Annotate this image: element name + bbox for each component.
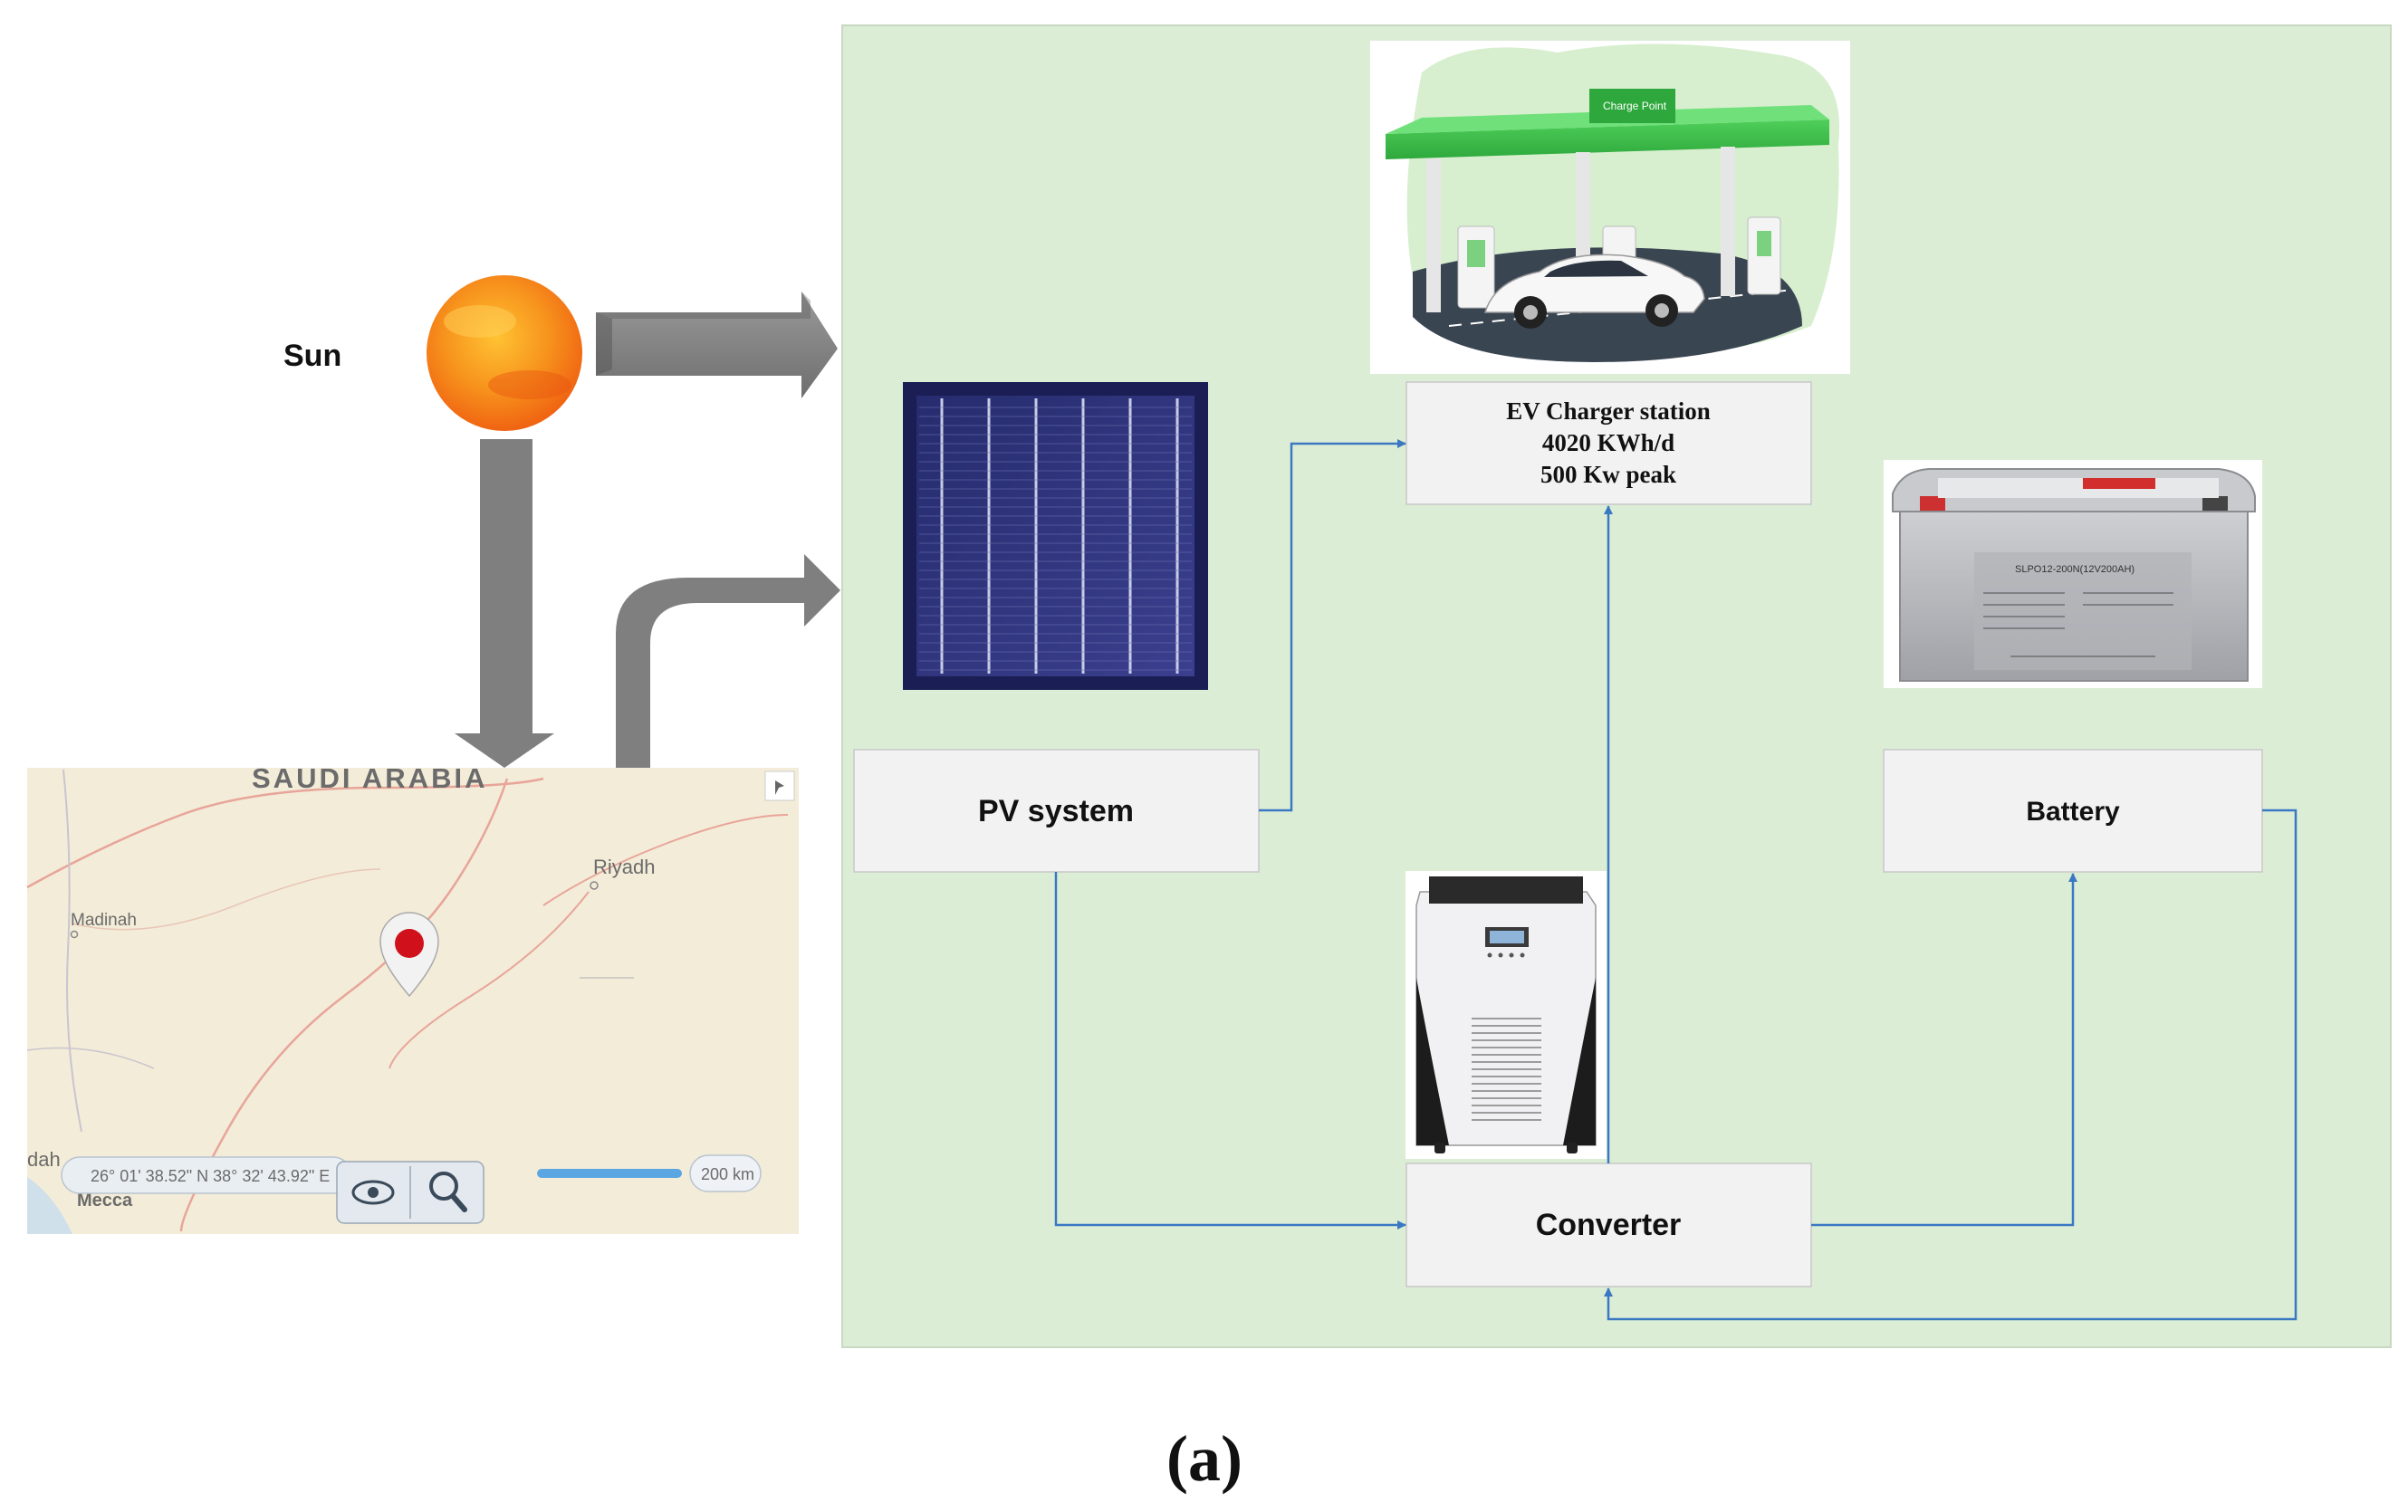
sun-label: Sun: [283, 339, 341, 373]
pv-system-node[interactable]: PV system: [853, 749, 1260, 873]
ev-station-image: Charge Point: [1370, 41, 1850, 374]
map-corner-button[interactable]: [764, 770, 795, 801]
location-map[interactable]: SAUDI ARABIA Riyadh Madinah dah Mecca 26…: [26, 762, 799, 1234]
ev-charger-line2: 4020 KWh/d: [1542, 429, 1674, 456]
station-sign-text: Charge Point: [1603, 100, 1667, 112]
scale-text: 200 km: [701, 1165, 754, 1183]
magnifier-icon[interactable]: [429, 1172, 467, 1212]
eye-icon[interactable]: [351, 1180, 395, 1205]
ev-charger-line1: EV Charger station: [1506, 397, 1711, 425]
map-city-mecca: Mecca: [77, 1191, 133, 1211]
connector-converter-to-battery: [1811, 873, 2077, 1227]
ev-charger-line3: 500 Kw peak: [1540, 461, 1676, 488]
sun-to-system-arrow: [596, 292, 838, 398]
figure-caption: (a): [1166, 1422, 1242, 1495]
pv-cell-image: [903, 382, 1208, 690]
location-pin-icon[interactable]: [379, 912, 439, 998]
sun-icon: [422, 272, 589, 435]
map-city-madinah: Madinah: [71, 911, 137, 930]
connector-battery-to-converter: [1604, 809, 2298, 1321]
ev-charger-node[interactable]: EV Charger station 4020 KWh/d 500 Kw pea…: [1405, 381, 1812, 505]
converter-label: Converter: [1536, 1208, 1682, 1242]
coordinate-readout: 26° 01' 38.52" N 38° 32' 43.92" E: [61, 1156, 352, 1194]
map-city-jeddah: dah: [27, 1148, 61, 1171]
map-to-system-arrow: [616, 554, 840, 774]
coordinate-text: 26° 01' 38.52" N 38° 32' 43.92" E: [91, 1167, 330, 1185]
connector-pv-to-converter: [1054, 872, 1406, 1230]
converter-node[interactable]: Converter: [1405, 1163, 1812, 1287]
map-tool-buttons: [336, 1161, 484, 1224]
scale-bar: 200 km: [537, 1154, 762, 1192]
battery-image: SLPO12-200N(12V200AH): [1884, 460, 2262, 688]
battery-label: Battery: [2026, 797, 2120, 827]
pv-system-label: PV system: [978, 794, 1134, 828]
sun-to-map-arrow: [455, 439, 554, 768]
map-city-riyadh: Riyadh: [593, 856, 655, 878]
battery-model-text: SLPO12-200N(12V200AH): [2015, 564, 2135, 575]
battery-node[interactable]: Battery: [1883, 749, 2263, 873]
connector-pv-to-ev: [1259, 439, 1406, 812]
map-country-label: SAUDI ARABIA: [252, 762, 487, 794]
converter-image: [1405, 871, 1607, 1159]
